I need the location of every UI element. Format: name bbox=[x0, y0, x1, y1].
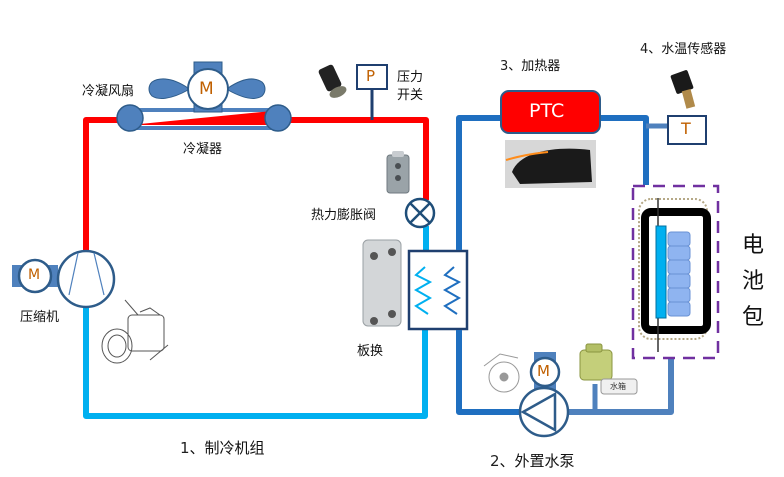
heater-caption-num: 3 bbox=[500, 59, 509, 74]
expansion-valve bbox=[386, 151, 436, 229]
pressure-switch bbox=[318, 64, 388, 120]
plate-exchanger-label: 板换 bbox=[357, 344, 384, 359]
pump-photo bbox=[483, 353, 520, 393]
plate-exchanger-photo bbox=[362, 239, 402, 327]
compressor-label: 压缩机 bbox=[20, 310, 60, 325]
heater-caption: 3、加热器 bbox=[500, 55, 560, 74]
temp-sensor-caption-text: 、水温传感器 bbox=[648, 42, 727, 57]
pump-caption: 2、外置水泵 bbox=[490, 450, 575, 471]
pump-body bbox=[518, 386, 570, 438]
pump-caption-num: 2 bbox=[490, 452, 500, 470]
ptc-symbol: PTC bbox=[529, 100, 565, 122]
battery-dashed-border bbox=[631, 184, 720, 360]
refrigeration-caption-text: 、制冷机组 bbox=[189, 439, 265, 457]
pressure-switch-label-2: 开关 bbox=[397, 88, 424, 103]
compressor-motor-circle bbox=[17, 258, 53, 294]
temp-sensor-caption: 4、水温传感器 bbox=[640, 38, 726, 57]
battery-pack bbox=[631, 184, 720, 360]
condenser-outlet bbox=[264, 104, 292, 132]
compressor-body bbox=[56, 249, 116, 309]
refrigeration-caption-num: 1 bbox=[180, 439, 190, 457]
ptc-heater bbox=[500, 90, 601, 188]
pressure-switch-symbol: P bbox=[366, 67, 376, 85]
compressor bbox=[12, 249, 169, 364]
coolant-pipe-left bbox=[456, 115, 501, 250]
fan-blade-right bbox=[227, 78, 266, 99]
battery-cells bbox=[667, 231, 691, 317]
condenser-fan bbox=[148, 61, 266, 113]
condenser-fan-label: 冷凝风扇 bbox=[82, 84, 135, 99]
coolant-loop bbox=[456, 115, 674, 415]
water-pump bbox=[483, 352, 570, 438]
coolant-pipe-ptc-out bbox=[600, 115, 649, 185]
pressure-switch-label-1: 压力 bbox=[397, 70, 424, 85]
temperature-sensor bbox=[667, 70, 707, 145]
condenser-label: 冷凝器 bbox=[183, 142, 223, 157]
heater-caption-text: 、加热器 bbox=[508, 59, 561, 74]
water-tank bbox=[579, 343, 638, 395]
ptc-box bbox=[500, 90, 601, 134]
refrigeration-caption: 1、制冷机组 bbox=[180, 437, 265, 458]
pressure-sensor-photo bbox=[318, 64, 347, 98]
pump-caption-text: 、外置水泵 bbox=[499, 452, 575, 470]
temp-sensor-photo bbox=[670, 70, 696, 109]
battery-pack-label-char-3: 包 bbox=[741, 305, 764, 330]
water-tank-label: 水箱 bbox=[610, 382, 626, 391]
fan-motor-symbol: M bbox=[199, 79, 214, 99]
compressor-photo bbox=[101, 299, 169, 364]
coolant-pipe-bottom-right bbox=[566, 358, 674, 415]
water-tank-label-box bbox=[600, 378, 638, 395]
pump-motor-circle bbox=[529, 356, 561, 388]
condenser-inlet bbox=[116, 104, 144, 132]
battery-pack-label-char-1: 电 bbox=[741, 233, 764, 258]
pressure-switch-box bbox=[356, 64, 388, 90]
temp-sensor-symbol: T bbox=[681, 119, 691, 138]
compressor-motor-symbol: M bbox=[28, 267, 41, 283]
temp-sensor-box bbox=[667, 115, 707, 145]
ptc-photo bbox=[505, 140, 596, 188]
expansion-valve-photo bbox=[386, 151, 410, 194]
hot-pipe-top bbox=[83, 117, 429, 258]
pump-motor-symbol: M bbox=[537, 362, 550, 380]
temp-sensor-caption-num: 4 bbox=[640, 42, 649, 57]
battery-pack-label-char-2: 池 bbox=[741, 269, 764, 294]
cooling-plate bbox=[655, 225, 667, 319]
plate-heat-exchanger bbox=[362, 239, 469, 331]
fan-motor-circle bbox=[187, 68, 229, 110]
battery-pack-label: 电 池 包 bbox=[740, 228, 766, 336]
fan-blade-left bbox=[148, 78, 189, 99]
coolant-pipe-bottom-left bbox=[456, 330, 522, 415]
expansion-valve-label: 热力膨胀阀 bbox=[311, 208, 377, 223]
cold-pipe-bottom bbox=[83, 300, 428, 419]
